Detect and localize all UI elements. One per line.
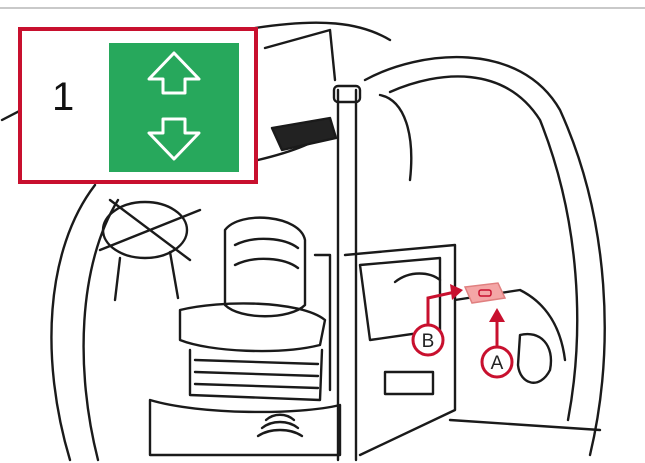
rear-window-edge (265, 30, 335, 80)
callout-b-arrowhead (450, 284, 463, 300)
vent-grille (272, 118, 336, 150)
door-hinge (518, 334, 551, 383)
signal-arc-2 (266, 415, 294, 420)
callout-a-label: A (491, 353, 504, 374)
left-frame-curve-inner (84, 200, 118, 460)
switch-inset: 1 (18, 27, 258, 184)
door-switch-highlight (465, 283, 505, 303)
door-step-line (450, 420, 600, 430)
arrow-up-outline-icon (149, 53, 199, 93)
inset-number: 1 (52, 77, 74, 117)
callout-a-arrowhead (489, 308, 505, 322)
side-console (315, 255, 330, 390)
signal-arc-3 (258, 430, 302, 436)
callout-b-leader (428, 292, 455, 326)
seat-back-stitching (235, 239, 298, 268)
signal-arc-1 (262, 422, 298, 428)
seat-cushion (180, 303, 325, 351)
callout-b-label: B (422, 331, 435, 352)
door-outer-frame (365, 57, 605, 455)
steering-column (115, 252, 178, 300)
arrow-down-outline-icon (149, 119, 199, 159)
callout-a: A (482, 308, 512, 377)
seat-bellows (195, 360, 318, 388)
up-down-switch-panel (109, 43, 239, 172)
window-latch-curve (380, 95, 411, 180)
floor-platform (150, 400, 340, 455)
door-pocket (385, 372, 433, 394)
door-handle (395, 274, 440, 283)
seat-back (225, 218, 305, 317)
